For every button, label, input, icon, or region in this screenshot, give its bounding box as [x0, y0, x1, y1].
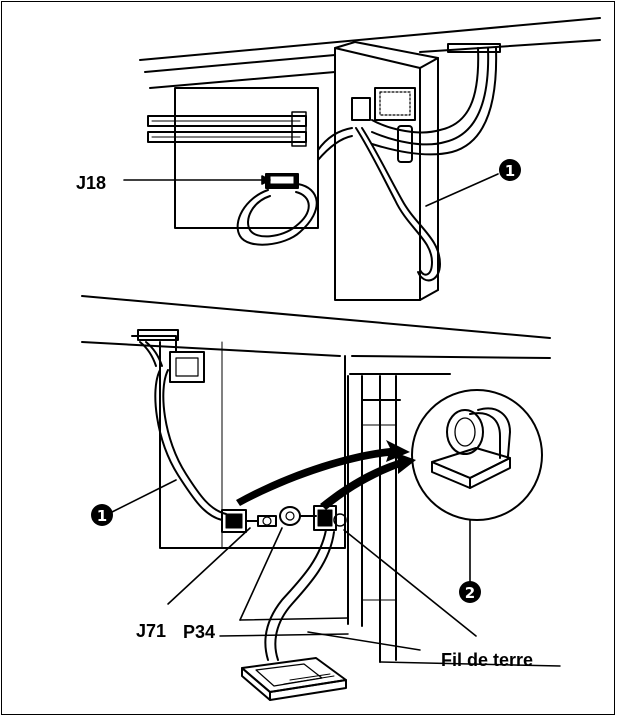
- lower-table-view: [81, 295, 561, 701]
- label-j71: J71: [136, 621, 166, 641]
- label-ground-wire: Fil de terre: [441, 650, 533, 670]
- callout-badge-cable-bottom: 1: [91, 504, 113, 526]
- label-p34: P34: [183, 622, 215, 642]
- callout-number: 2: [465, 584, 475, 602]
- direction-arrows: [236, 440, 416, 510]
- callout-badge-clamp: 2: [459, 581, 481, 603]
- callout-badge-cable-top: 1: [499, 159, 521, 181]
- clamp-detail: [411, 389, 543, 521]
- callout-number: 1: [505, 162, 515, 180]
- callout-number: 1: [97, 507, 107, 525]
- leader-lines: [111, 173, 499, 637]
- label-j18: J18: [76, 173, 106, 193]
- upper-table-view: [139, 17, 601, 301]
